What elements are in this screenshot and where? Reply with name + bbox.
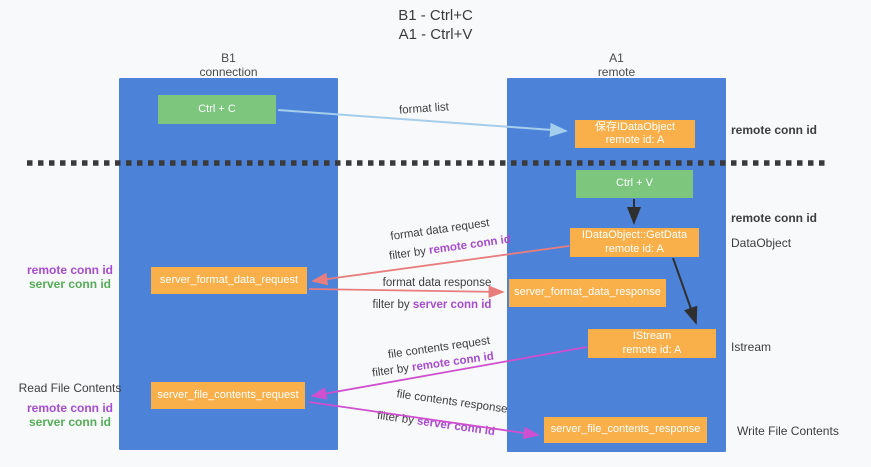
diagram-title-line1: B1 - Ctrl+C (398, 7, 473, 24)
lane-b1-role: connection (199, 65, 258, 80)
node-server-format-data-request: server_format_data_request (151, 267, 307, 294)
node-idataobject-getdata-line2: remote id: A (605, 242, 664, 255)
lane-a1-role: remote (597, 65, 636, 80)
node-server-file-contents-response-label: server_file_contents_response (550, 423, 701, 436)
left-label-conn-ids-2: remote conn id server conn id (15, 401, 125, 430)
right-label-remote-conn-id-1: remote conn id (731, 123, 818, 137)
filter-by-text: filter by (371, 361, 413, 380)
right-label-istream: Istream (731, 340, 772, 354)
edge-label-format-data-response: format data response (382, 277, 492, 289)
node-server-file-contents-request: server_file_contents_request (151, 382, 305, 409)
left-remote-conn-id-1: remote conn id (26, 263, 113, 277)
lane-header-b1: B1 connection (119, 51, 338, 80)
node-server-format-data-request-label: server_format_data_request (159, 273, 299, 286)
node-ctrl-c: Ctrl + C (158, 95, 276, 124)
left-label-conn-ids-1: remote conn id server conn id (15, 263, 125, 292)
node-ctrl-v: Ctrl + V (576, 170, 693, 198)
left-server-conn-id-1: server conn id (28, 277, 112, 292)
node-save-idataobject: 保存IDataObject remote id: A (575, 120, 695, 148)
left-server-conn-id-2: server conn id (28, 415, 112, 430)
filter-by-text: filter by (388, 244, 430, 263)
node-istream: IStream remote id: A (588, 329, 716, 358)
diagram-title-line2: A1 - Ctrl+V (398, 25, 473, 43)
node-server-file-contents-response: server_file_contents_response (544, 417, 707, 443)
lane-a1-name: A1 (609, 51, 624, 65)
right-label-write-file-contents: Write File Contents (737, 424, 839, 438)
edge-label-filter-server-2: filter by server conn id (376, 410, 495, 438)
diagram-title: B1 - Ctrl+C A1 - Ctrl+V (0, 7, 871, 45)
node-save-idataobject-line1: 保存IDataObject (594, 120, 676, 133)
node-idataobject-getdata-line1: IDataObject::GetData (581, 229, 688, 242)
lane-header-a1: A1 remote (507, 51, 726, 80)
right-label-dataobject: DataObject (731, 236, 792, 250)
node-istream-line1: IStream (632, 330, 672, 343)
node-server-format-data-response-label: server_format_data_response (514, 286, 661, 299)
right-label-remote-conn-id-2: remote conn id (731, 211, 818, 225)
filter-by-text: filter by (376, 409, 418, 428)
node-idataobject-getdata: IDataObject::GetData remote id: A (570, 228, 699, 257)
node-ctrl-v-label: Ctrl + V (616, 177, 653, 190)
arrow-format-data-response (308, 285, 505, 299)
server-conn-id-text: server conn id (412, 299, 492, 311)
remote-conn-id-text: remote conn id (428, 233, 512, 257)
left-remote-conn-id-2: remote conn id (26, 401, 113, 415)
node-server-format-data-response: server_format_data_response (509, 279, 666, 307)
lane-b1-name: B1 (221, 51, 236, 65)
node-save-idataobject-line2: remote id: A (605, 134, 665, 146)
node-server-file-contents-request-label: server_file_contents_request (157, 388, 299, 401)
edge-label-file-contents-response: file contents response (395, 388, 509, 416)
filter-by-text: filter by (372, 299, 413, 311)
node-istream-line2: remote id: A (622, 343, 682, 356)
edge-label-format-list: format list (398, 101, 450, 117)
server-conn-id-text: server conn id (416, 415, 496, 439)
node-ctrl-c-label: Ctrl + C (198, 102, 236, 115)
left-label-read-file-contents: Read File Contents (18, 381, 122, 395)
edge-label-filter-server-1: filter by server conn id (373, 299, 492, 311)
